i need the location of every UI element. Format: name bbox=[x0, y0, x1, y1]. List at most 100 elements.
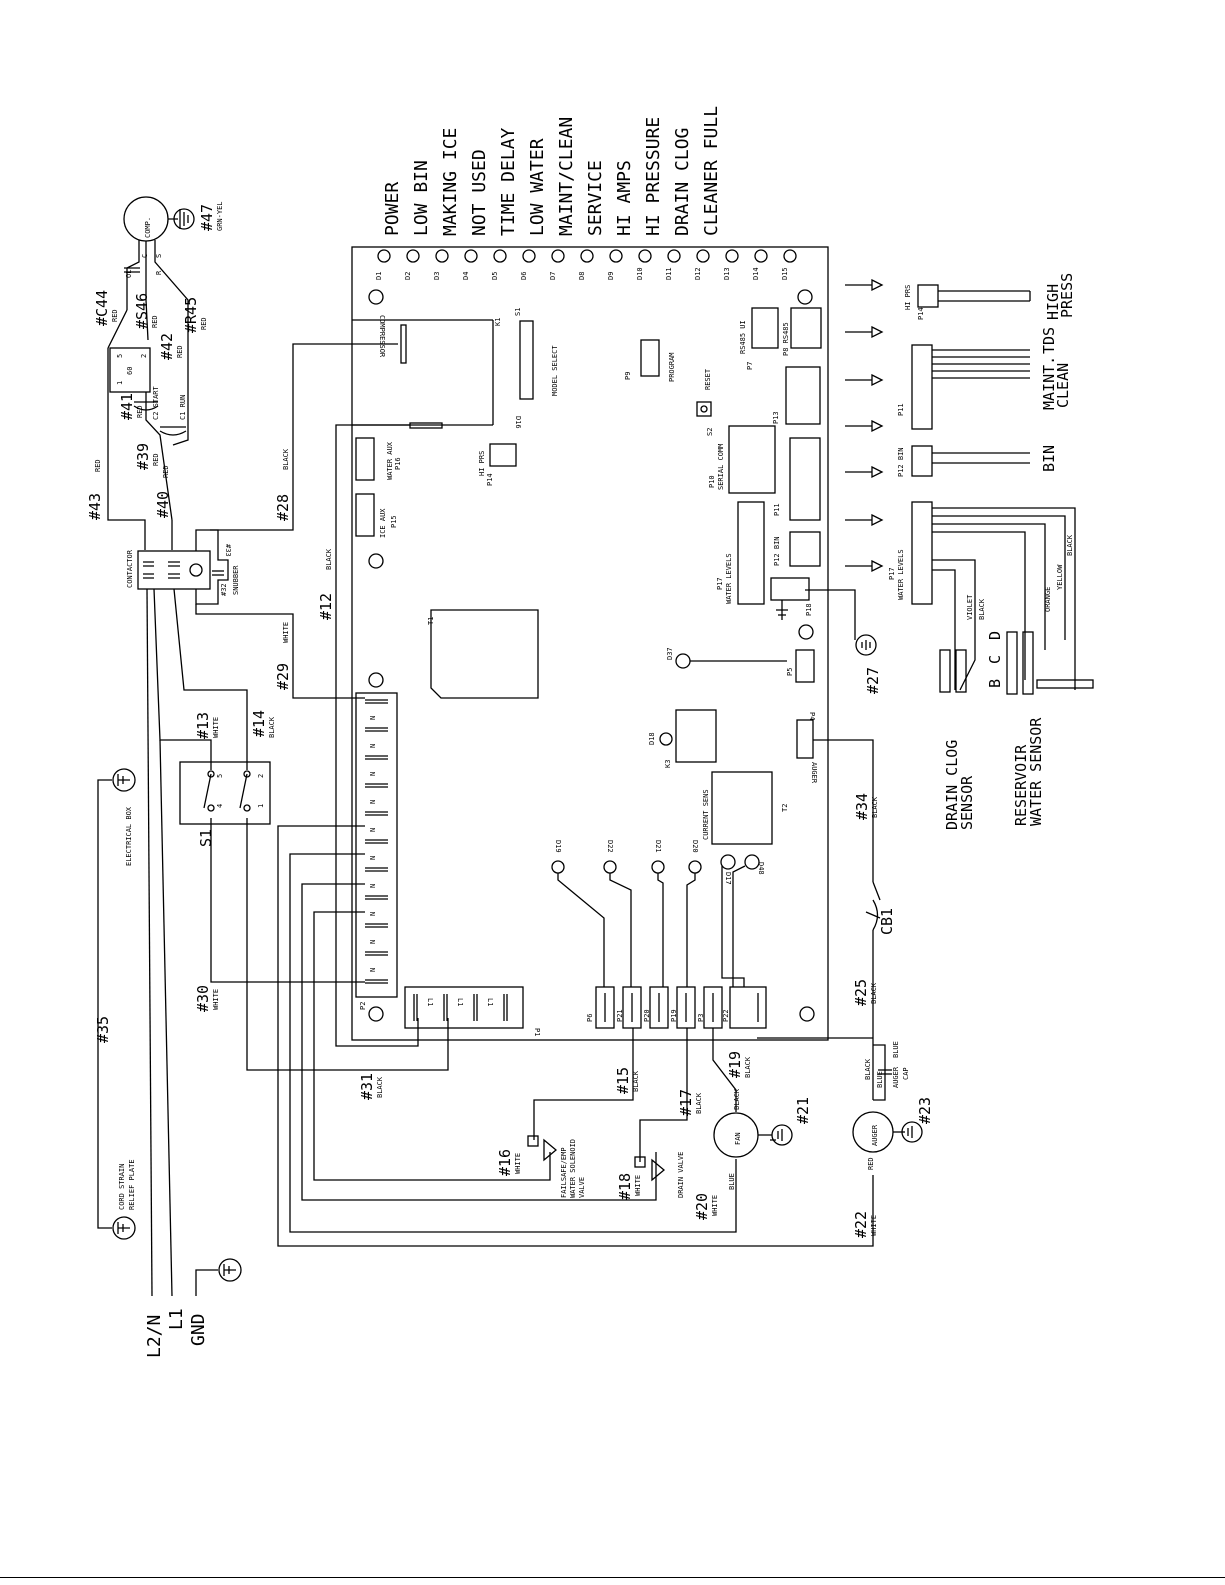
w33-label: #33 bbox=[224, 544, 232, 557]
t1-label: T1 bbox=[427, 617, 435, 625]
p15-ice-aux-connector bbox=[355, 493, 375, 537]
board-ground-symbol bbox=[776, 600, 788, 620]
t2-current-sensor bbox=[711, 771, 773, 845]
wire-35 bbox=[97, 779, 112, 1229]
c-terminal-label: C bbox=[141, 254, 149, 258]
ext-p17-label: P17 bbox=[888, 567, 896, 580]
d37-led bbox=[675, 653, 691, 669]
t2-label: T2 bbox=[781, 804, 789, 812]
p2-label: P2 bbox=[359, 1002, 367, 1010]
ground-circle bbox=[173, 208, 195, 230]
hi-prs-label: HI PRS bbox=[478, 451, 486, 476]
relay-pin-5: 5 bbox=[116, 354, 124, 358]
electrical-box-ground bbox=[112, 768, 136, 792]
r-terminal-label: R bbox=[155, 270, 163, 275]
wire-30 bbox=[210, 818, 365, 983]
fan-black-label: BLACK bbox=[733, 1088, 741, 1110]
ext-p11-connector bbox=[911, 344, 933, 430]
p13-label: P13 bbox=[772, 411, 780, 424]
led-label: D12 bbox=[694, 267, 702, 280]
l1-label: L1 bbox=[166, 1308, 187, 1330]
wire-17 bbox=[639, 1028, 688, 1162]
black-label: BLACK bbox=[978, 598, 986, 620]
p1-l1-label: L1 bbox=[456, 998, 464, 1006]
w35-label: #35 bbox=[94, 1016, 112, 1043]
p1-l1-label: L1 bbox=[426, 998, 434, 1006]
wire-39 bbox=[145, 392, 173, 521]
w29-color: WHITE bbox=[282, 622, 290, 643]
ext-p12-bin-connector bbox=[911, 445, 933, 477]
led-d3 bbox=[435, 249, 449, 263]
bin-switch-wires bbox=[932, 452, 1030, 464]
indicator-hi-amps: HI AMPS bbox=[614, 160, 635, 236]
compressor-label: COMPRESSOR bbox=[378, 315, 386, 358]
relay-60-label: 60 bbox=[126, 367, 134, 375]
p2-n-label: N bbox=[369, 940, 377, 944]
p5-label: P5 bbox=[786, 668, 794, 676]
indicator-making-ice: MAKING ICE bbox=[440, 128, 461, 236]
p2-n-label: N bbox=[369, 772, 377, 776]
p1-l1-label: L1 bbox=[486, 998, 494, 1006]
p2-n-label: N bbox=[369, 716, 377, 720]
w16-label: #16 bbox=[496, 1149, 514, 1176]
w22-label: #22 bbox=[852, 1211, 870, 1238]
p2-n-label: N bbox=[369, 800, 377, 804]
p8-rs485-label: P8 RS485 bbox=[782, 322, 790, 356]
auger-red-label: RED bbox=[867, 1157, 875, 1170]
d17-label: D17 bbox=[724, 872, 732, 885]
w43-label: #43 bbox=[86, 493, 104, 520]
s46-label: #S46 bbox=[133, 293, 151, 329]
w40-color: RED bbox=[162, 465, 170, 478]
led-label: D14 bbox=[752, 267, 760, 280]
r45-label: #R45 bbox=[182, 297, 200, 333]
p12-bin-label: P12 BIN bbox=[773, 536, 781, 566]
drain-valve-label: DRAIN VALVE bbox=[677, 1152, 685, 1198]
p14-label: P14 bbox=[486, 473, 494, 486]
p2-n-label: N bbox=[369, 744, 377, 748]
serial-comm-label: SERIAL COMM bbox=[717, 444, 725, 490]
s1-pin-2: 2 bbox=[257, 774, 265, 778]
led-d1 bbox=[377, 249, 391, 263]
p2-n-label: N bbox=[369, 828, 377, 832]
s1-switch-body[interactable] bbox=[179, 761, 271, 825]
p7-label: P7 bbox=[746, 362, 754, 370]
indicator-power: POWER bbox=[382, 182, 403, 236]
d19-led bbox=[551, 860, 565, 874]
w34-label: #34 bbox=[853, 793, 871, 820]
p11-label: P11 bbox=[773, 503, 781, 516]
p4-label: P4 bbox=[808, 712, 816, 720]
w39-label: #39 bbox=[134, 443, 152, 470]
wire-12 bbox=[335, 424, 419, 1047]
p22-label: P22 bbox=[722, 1009, 730, 1022]
mount-hole bbox=[799, 1006, 815, 1022]
comp-lead-s bbox=[145, 241, 149, 341]
indicator-time-delay: TIME DELAY bbox=[498, 127, 519, 236]
model-select-switch[interactable] bbox=[519, 320, 534, 400]
led-label: D11 bbox=[665, 267, 673, 280]
yellow-label: YELLOW bbox=[1056, 564, 1064, 590]
sensor-letter-b: B bbox=[986, 679, 1004, 688]
p4-auger-connector bbox=[796, 719, 814, 759]
wire-19 bbox=[712, 1028, 737, 1112]
reservoir-sensor-bar bbox=[1036, 679, 1094, 689]
high-label: HIGH bbox=[1044, 284, 1062, 320]
mount-hole bbox=[368, 672, 384, 688]
drain-clog-sensor-probe bbox=[955, 649, 967, 693]
loads: FAILSAFE/EMP WATER SOLENOID VALVE #16 WH… bbox=[496, 881, 934, 1238]
p21-connector bbox=[622, 986, 642, 1029]
failsafe-label-3: VALVE bbox=[578, 1177, 586, 1198]
w32-label: #32 bbox=[220, 583, 228, 596]
comp-label: COMP. bbox=[144, 217, 152, 238]
compressor-ground bbox=[168, 209, 189, 229]
l2-n-line bbox=[146, 588, 153, 1297]
p18-connector bbox=[770, 577, 810, 601]
p2-terminals bbox=[365, 699, 388, 984]
w41-color: RED bbox=[136, 405, 144, 418]
indicator-low-water: LOW WATER bbox=[527, 138, 548, 236]
w42-color: RED bbox=[176, 345, 184, 358]
water-levels-label: WATER LEVELS bbox=[725, 553, 733, 604]
reset-button[interactable] bbox=[696, 401, 712, 417]
led-label: D5 bbox=[491, 272, 499, 280]
w30-color: WHITE bbox=[212, 989, 220, 1010]
c1-run-cap bbox=[159, 426, 187, 436]
